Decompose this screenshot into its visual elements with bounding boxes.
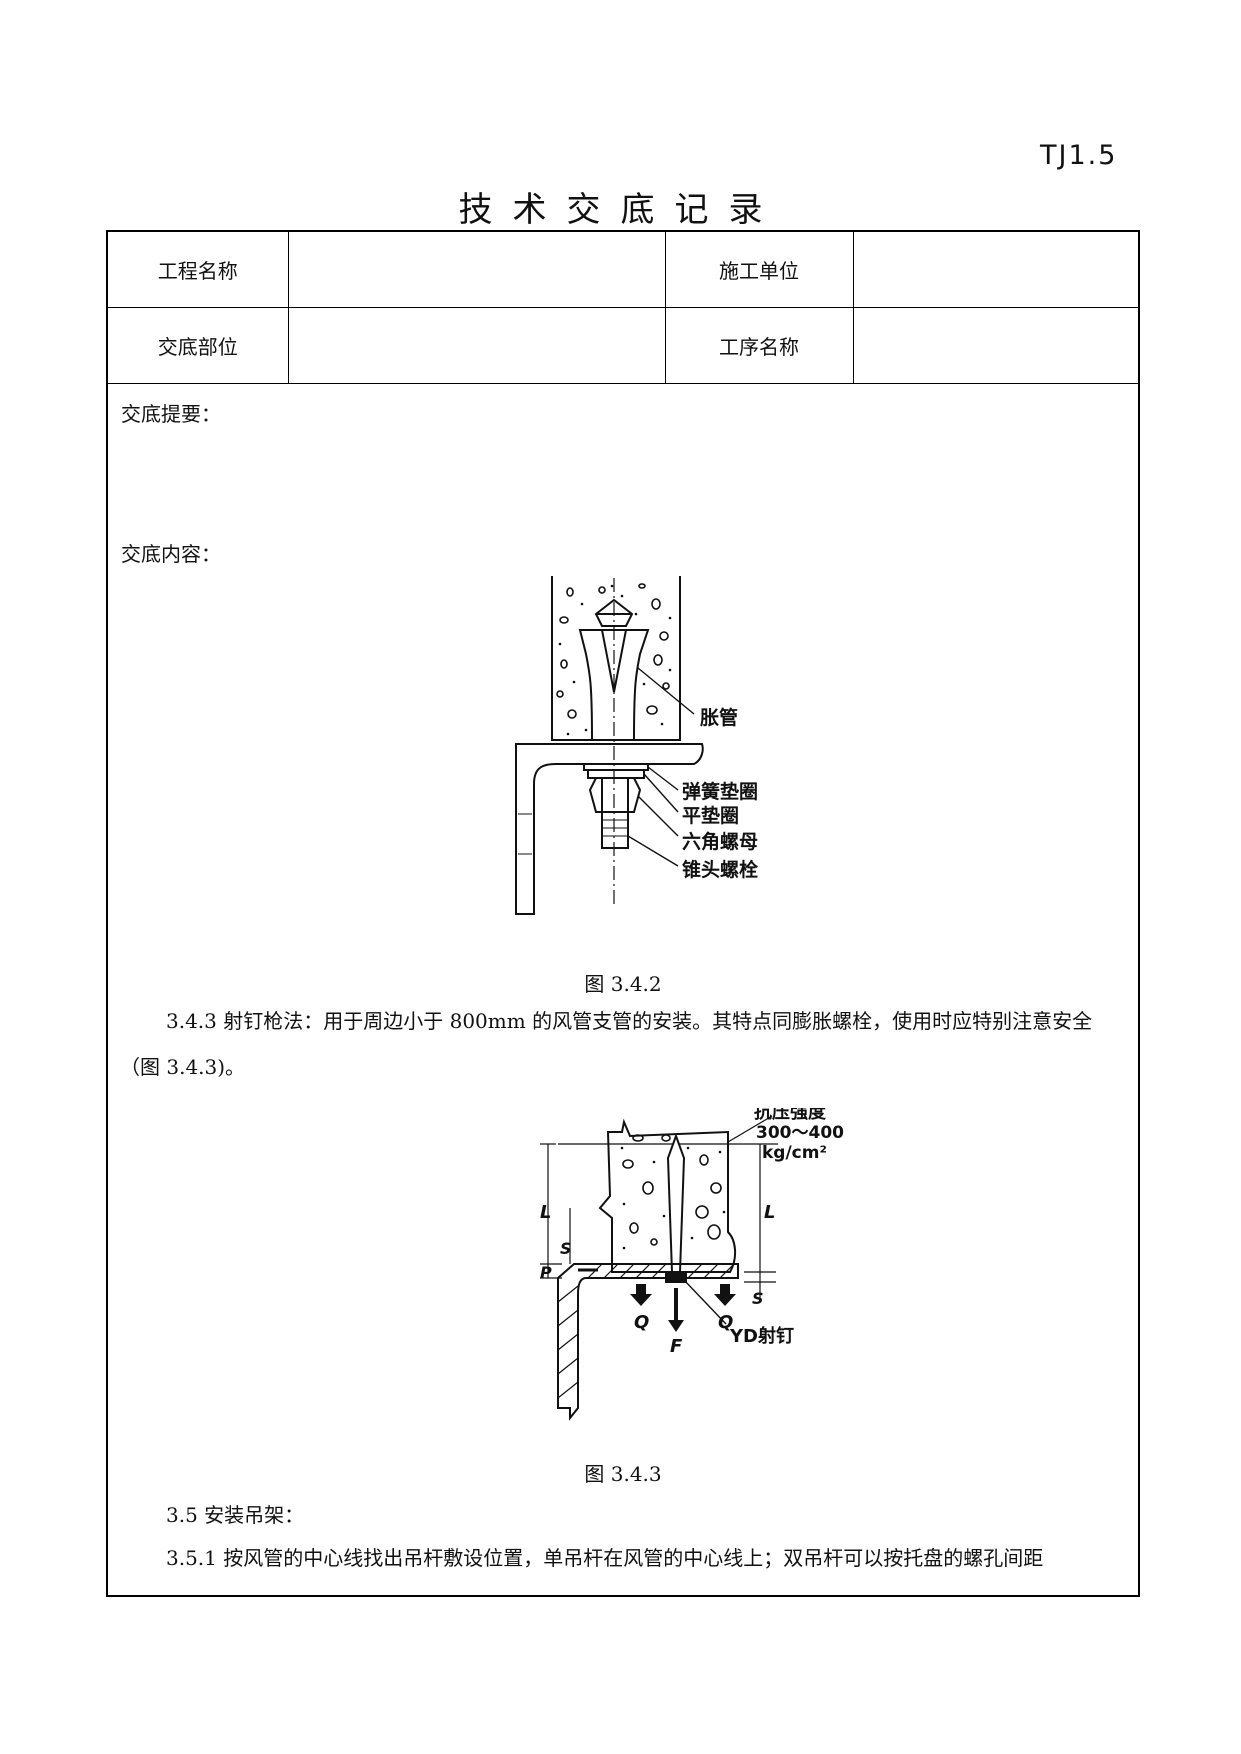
summary-label: 交底提要：: [121, 402, 221, 426]
dim-s-left: S: [560, 1239, 572, 1258]
cone-head: [594, 598, 634, 627]
label-cone-bolt: 锥头螺栓: [682, 858, 758, 881]
concrete-aggregate: [622, 1134, 722, 1246]
arrow-f: [668, 1288, 684, 1332]
strength-unit: kg/cm²: [762, 1143, 827, 1163]
concrete-block-outline: [598, 1118, 736, 1273]
paragraph-3-5: 3.5 安装吊架：: [166, 1503, 305, 1527]
bolt-thread: [601, 811, 629, 849]
record-sheet: 工程名称 施工单位 交底部位 工序名称 交底提要： 交底内容：: [106, 230, 1140, 1597]
expansion-bolt-figure: 胀管 弹簧垫圈 平垫圈 六角螺母 锥头螺栓: [515, 576, 758, 915]
location-label: 交底部位: [108, 307, 289, 384]
dimension-lines: [540, 1143, 776, 1298]
info-row-2: 交底部位 工序名称: [108, 307, 1138, 384]
bracket-hatch-gaps: [518, 813, 532, 855]
project-name-field[interactable]: [287, 232, 666, 308]
process-field[interactable]: [852, 307, 1138, 384]
info-row-1: 工程名称 施工单位: [108, 232, 1138, 308]
contractor-label: 施工单位: [664, 232, 854, 308]
concrete-sand: [558, 584, 672, 736]
leader-lines: [627, 667, 695, 867]
paragraph-3-5-1: 3.5.1 按风管的中心线找出吊杆敷设位置，单吊杆在风管的中心线上；双吊杆可以按…: [166, 1546, 1044, 1570]
location-field[interactable]: [287, 307, 666, 384]
nail-shank: [666, 1133, 686, 1273]
label-spring-washer: 弹簧垫圈: [682, 780, 758, 803]
load-arrows: [630, 1284, 736, 1332]
info-table: 工程名称 施工单位 交底部位 工序名称: [108, 232, 1138, 384]
hex-nut: [588, 777, 642, 813]
dim-s-right: S: [752, 1289, 764, 1308]
dim-l-left: L: [540, 1202, 551, 1223]
arrow-q-right: [714, 1284, 736, 1306]
angle-bracket: [515, 743, 704, 915]
expansion-sleeve: [578, 629, 650, 741]
angle-bracket: [557, 1263, 739, 1421]
dim-l-right: L: [764, 1202, 775, 1223]
concrete-aggregate: [556, 583, 670, 719]
dim-p: P: [540, 1263, 552, 1282]
flat-washer: [587, 769, 645, 779]
label-q-right: Q: [718, 1312, 733, 1333]
process-label: 工序名称: [664, 307, 854, 384]
paragraph-3-4-3: 3.4.3 射钉枪法：用于周边小于 800mm 的风管支管的安装。其特点同膨胀螺…: [120, 1009, 1093, 1079]
label-f: F: [670, 1336, 683, 1357]
label-q-left: Q: [634, 1312, 649, 1333]
figure1-caption: 图 3.4.2: [584, 972, 662, 996]
concrete-sand: [620, 1146, 726, 1250]
document-code: TJ1.5: [1040, 140, 1118, 171]
label-sleeve: 胀管: [700, 706, 738, 729]
bracket-hatching: [557, 1263, 735, 1399]
label-flat-washer: 平垫圈: [682, 805, 739, 827]
arrow-q-left: [630, 1284, 652, 1306]
project-name-label: 工程名称: [108, 232, 289, 308]
contractor-field[interactable]: [852, 232, 1138, 308]
document-title: 技术交底记录: [458, 190, 783, 230]
figure2-caption: 图 3.4.3: [584, 1462, 662, 1486]
content-label: 交底内容：: [121, 542, 221, 566]
powder-nail-figure: 抗压强度 300～400 kg/cm² L S P L S Q Q F YD射钉: [540, 1108, 844, 1421]
strength-label: 抗压强度: [754, 1108, 827, 1123]
strength-range: 300～400: [756, 1123, 844, 1143]
label-yd-nail: YD射钉: [729, 1325, 794, 1347]
label-hex-nut: 六角螺母: [682, 830, 758, 853]
